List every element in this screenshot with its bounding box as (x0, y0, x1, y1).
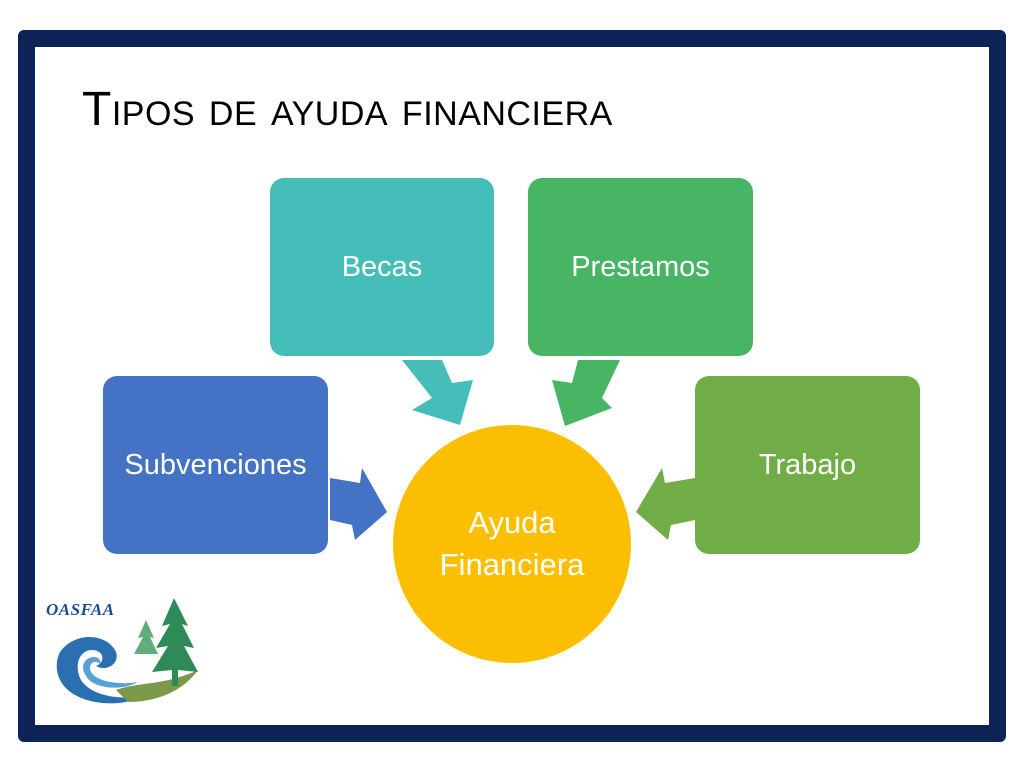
node-subvenciones-label: Subvenciones (124, 449, 307, 481)
node-becas-label: Becas (341, 251, 423, 283)
logo-graphic (56, 598, 198, 704)
arrow-subvenciones (330, 468, 387, 540)
node-prestamos: Prestamos (528, 178, 753, 356)
oasfaa-logo: OASFAA (46, 590, 206, 715)
slide-title: Tipos de ayuda financiera (82, 83, 613, 136)
logo-tree-icon (152, 598, 198, 686)
node-subvenciones: Subvenciones (103, 376, 328, 554)
logo-small-tree-icon (134, 620, 158, 654)
logo-text: OASFAA (46, 600, 115, 619)
arrow-trabajo (636, 468, 695, 540)
logo-wave-inner-icon (83, 657, 138, 688)
logo-land-icon (116, 670, 198, 702)
logo-wave-icon (56, 636, 146, 704)
node-ayuda-financiera: Ayuda Financiera (393, 425, 631, 663)
node-prestamos-label: Prestamos (571, 251, 710, 283)
node-trabajo-label: Trabajo (758, 449, 857, 481)
node-center-label: Ayuda Financiera (439, 505, 585, 582)
node-becas: Becas (270, 178, 494, 356)
arrow-prestamos (552, 360, 620, 426)
arrow-becas (402, 360, 473, 425)
node-trabajo: Trabajo (695, 376, 920, 554)
